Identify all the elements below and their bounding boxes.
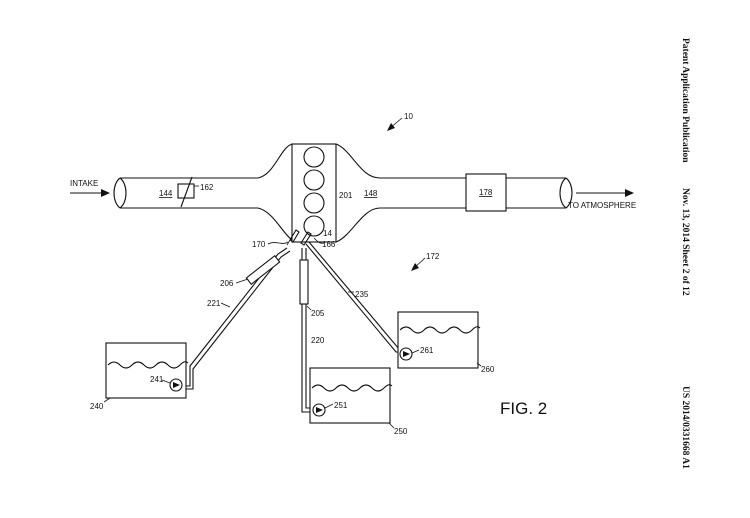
label-241: 241 bbox=[150, 375, 164, 384]
label-201: 201 bbox=[339, 191, 353, 200]
label-170: 170 bbox=[252, 240, 266, 249]
injector-166 bbox=[300, 231, 325, 246]
pump-251 bbox=[312, 403, 326, 417]
label-250: 250 bbox=[394, 427, 408, 436]
pump-261 bbox=[399, 347, 413, 361]
fuel-line-221 bbox=[182, 247, 291, 390]
reference-arrow-172 bbox=[411, 257, 426, 271]
to-atmosphere-label: TO ATMOSPHERE bbox=[568, 201, 636, 210]
label-240: 240 bbox=[90, 402, 104, 411]
label-178: 178 bbox=[479, 188, 493, 197]
filter-205 bbox=[299, 259, 309, 305]
date-sheet: Nov. 13, 2014 Sheet 2 of 12 bbox=[680, 188, 690, 296]
label-261: 261 bbox=[420, 346, 434, 355]
pump-241 bbox=[169, 378, 183, 392]
label-260: 260 bbox=[481, 365, 495, 374]
patent-header: Patent Application Publication Nov. 13, … bbox=[680, 38, 690, 469]
label-162: 162 bbox=[200, 183, 214, 192]
throttle-valve bbox=[177, 176, 199, 208]
fuel-tank-260 bbox=[397, 311, 481, 369]
intake-arrow bbox=[70, 189, 110, 197]
label-221: 221 bbox=[207, 299, 221, 308]
injector-170 bbox=[267, 229, 300, 246]
exhaust-passage bbox=[380, 177, 573, 209]
label-251: 251 bbox=[334, 401, 348, 410]
label-235: 235 bbox=[355, 290, 369, 299]
reference-arrow-10 bbox=[387, 117, 403, 131]
label-172: 172 bbox=[426, 252, 440, 261]
label-206: 206 bbox=[220, 279, 234, 288]
label-10: 10 bbox=[404, 112, 413, 121]
label-144: 144 bbox=[159, 189, 173, 198]
label-205: 205 bbox=[311, 309, 325, 318]
engine-block bbox=[291, 143, 337, 243]
filter-206 bbox=[245, 254, 281, 286]
label-14: 14 bbox=[323, 229, 332, 238]
emission-device bbox=[465, 173, 507, 212]
publication-title: Patent Application Publication bbox=[680, 38, 690, 163]
patent-number: US 2014/0331668 A1 bbox=[680, 386, 690, 469]
label-220: 220 bbox=[311, 336, 325, 345]
fuel-tank-240 bbox=[105, 342, 189, 399]
label-166: 166 bbox=[322, 240, 336, 249]
figure-title: FIG. 2 bbox=[500, 399, 547, 418]
exhaust-arrow bbox=[576, 189, 634, 197]
label-148: 148 bbox=[364, 189, 378, 198]
intake-label: INTAKE bbox=[70, 179, 98, 188]
intake-passage bbox=[113, 177, 258, 209]
